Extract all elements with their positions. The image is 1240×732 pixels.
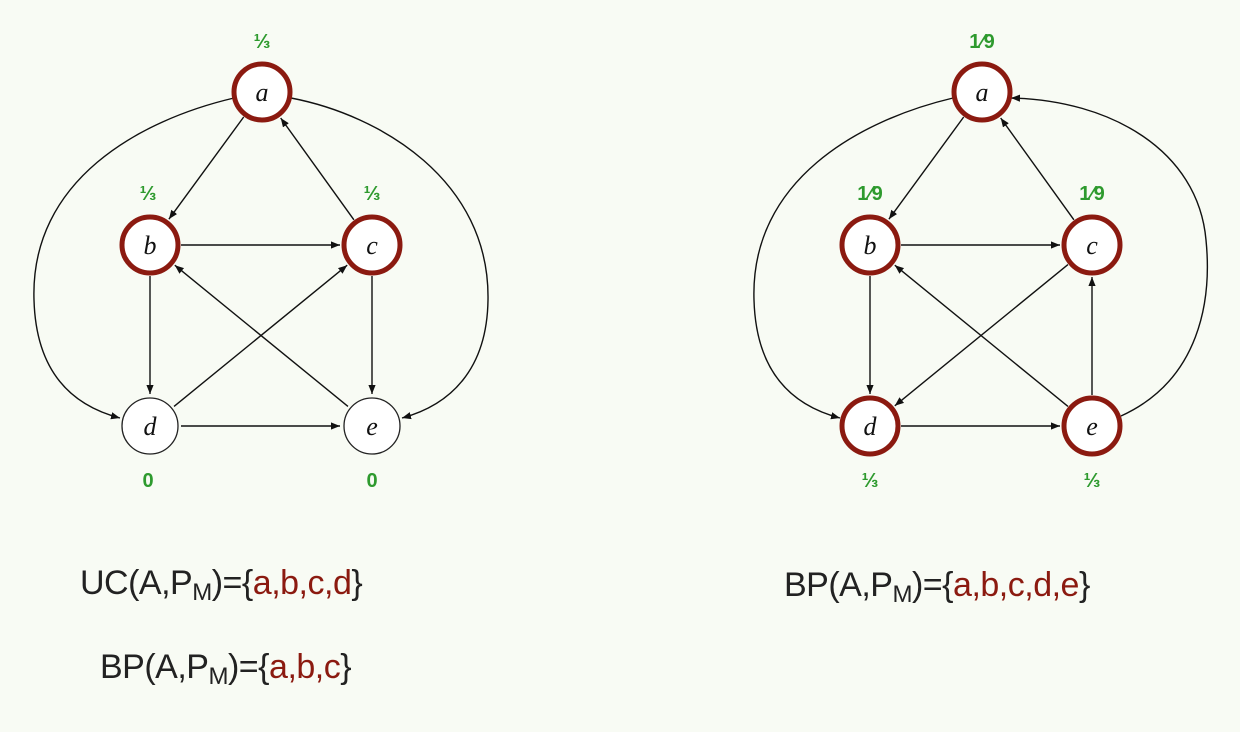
weight-label-c: 1⁄9 [1079, 183, 1105, 205]
edge-e-a [1010, 94, 1209, 417]
node-label-e: e [1086, 412, 1098, 441]
edge-e-b [894, 264, 1069, 407]
node-label-e: e [366, 412, 378, 441]
weight-label-b: 1⁄9 [857, 183, 883, 205]
node-b [839, 214, 901, 276]
node-label-d: d [864, 412, 878, 441]
formula-set: a,b,c [269, 648, 341, 686]
node-e [1061, 395, 1123, 457]
node-d [839, 395, 901, 457]
node-label-c: c [366, 231, 378, 260]
weight-label-e: 0 [366, 470, 377, 492]
weight-label-d: ⅓ [862, 470, 879, 492]
bp-formula-left: BP(A,PM)={a,b,c} [100, 648, 352, 691]
node-label-b: b [144, 231, 157, 260]
weight-label-d: 0 [142, 470, 153, 492]
formula-subscript: M [208, 663, 228, 690]
graph-left: a ⅓ b ⅓ c ⅓ d 0 e 0 [33, 31, 489, 492]
formula-tail: } [351, 564, 363, 602]
node-b [119, 214, 181, 276]
weight-label-a: 1⁄9 [969, 31, 995, 53]
edge-a-d [33, 97, 235, 420]
node-label-b: b [864, 231, 877, 260]
formula-head: BP(A,P [100, 648, 209, 686]
edge-e-b [174, 264, 349, 407]
node-label-a: a [976, 78, 989, 107]
formula-mid: )={ [211, 564, 254, 602]
formula-subscript: M [192, 579, 212, 606]
node-label-a: a [256, 78, 269, 107]
node-c [1061, 214, 1123, 276]
weight-label-e: ⅓ [1084, 470, 1101, 492]
graphs-canvas: a ⅓ b ⅓ c ⅓ d 0 e 0 a 1⁄9 b 1⁄9 c 1⁄9 d ⅓ e ⅓ [33, 31, 1209, 492]
edge-c-a [280, 117, 355, 221]
edge-a-b [168, 116, 245, 220]
weight-label-b: ⅓ [140, 183, 157, 205]
formula-tail: } [340, 648, 352, 686]
edge-a-d [753, 97, 954, 420]
edge-a-b [888, 116, 965, 220]
formula-head: BP(A,P [784, 566, 893, 604]
formula-tail: } [1078, 566, 1090, 604]
node-label-c: c [1086, 231, 1098, 260]
node-a [951, 61, 1013, 123]
graph-right: a 1⁄9 b 1⁄9 c 1⁄9 d ⅓ e ⅓ [753, 31, 1209, 492]
node-a [231, 61, 293, 123]
node-label-d: d [144, 412, 158, 441]
bp-formula-right: BP(A,PM)={a,b,c,d,e} [784, 566, 1090, 609]
formula-head: UC(A,P [80, 564, 193, 602]
node-e [343, 397, 401, 455]
uc-formula-left: UC(A,PM)={a,b,c,d} [80, 564, 363, 607]
weight-label-a: ⅓ [254, 31, 271, 53]
formula-set: a,b,c,d [252, 564, 352, 602]
formula-subscript: M [892, 581, 912, 608]
weight-label-c: ⅓ [364, 183, 381, 205]
formula-set: a,b,c,d,e [953, 566, 1079, 604]
node-d [121, 397, 179, 455]
edge-c-a [1000, 117, 1075, 221]
formula-mid: )={ [911, 566, 954, 604]
edge-a-e [290, 97, 489, 420]
formula-mid: )={ [227, 648, 270, 686]
node-c [341, 214, 403, 276]
